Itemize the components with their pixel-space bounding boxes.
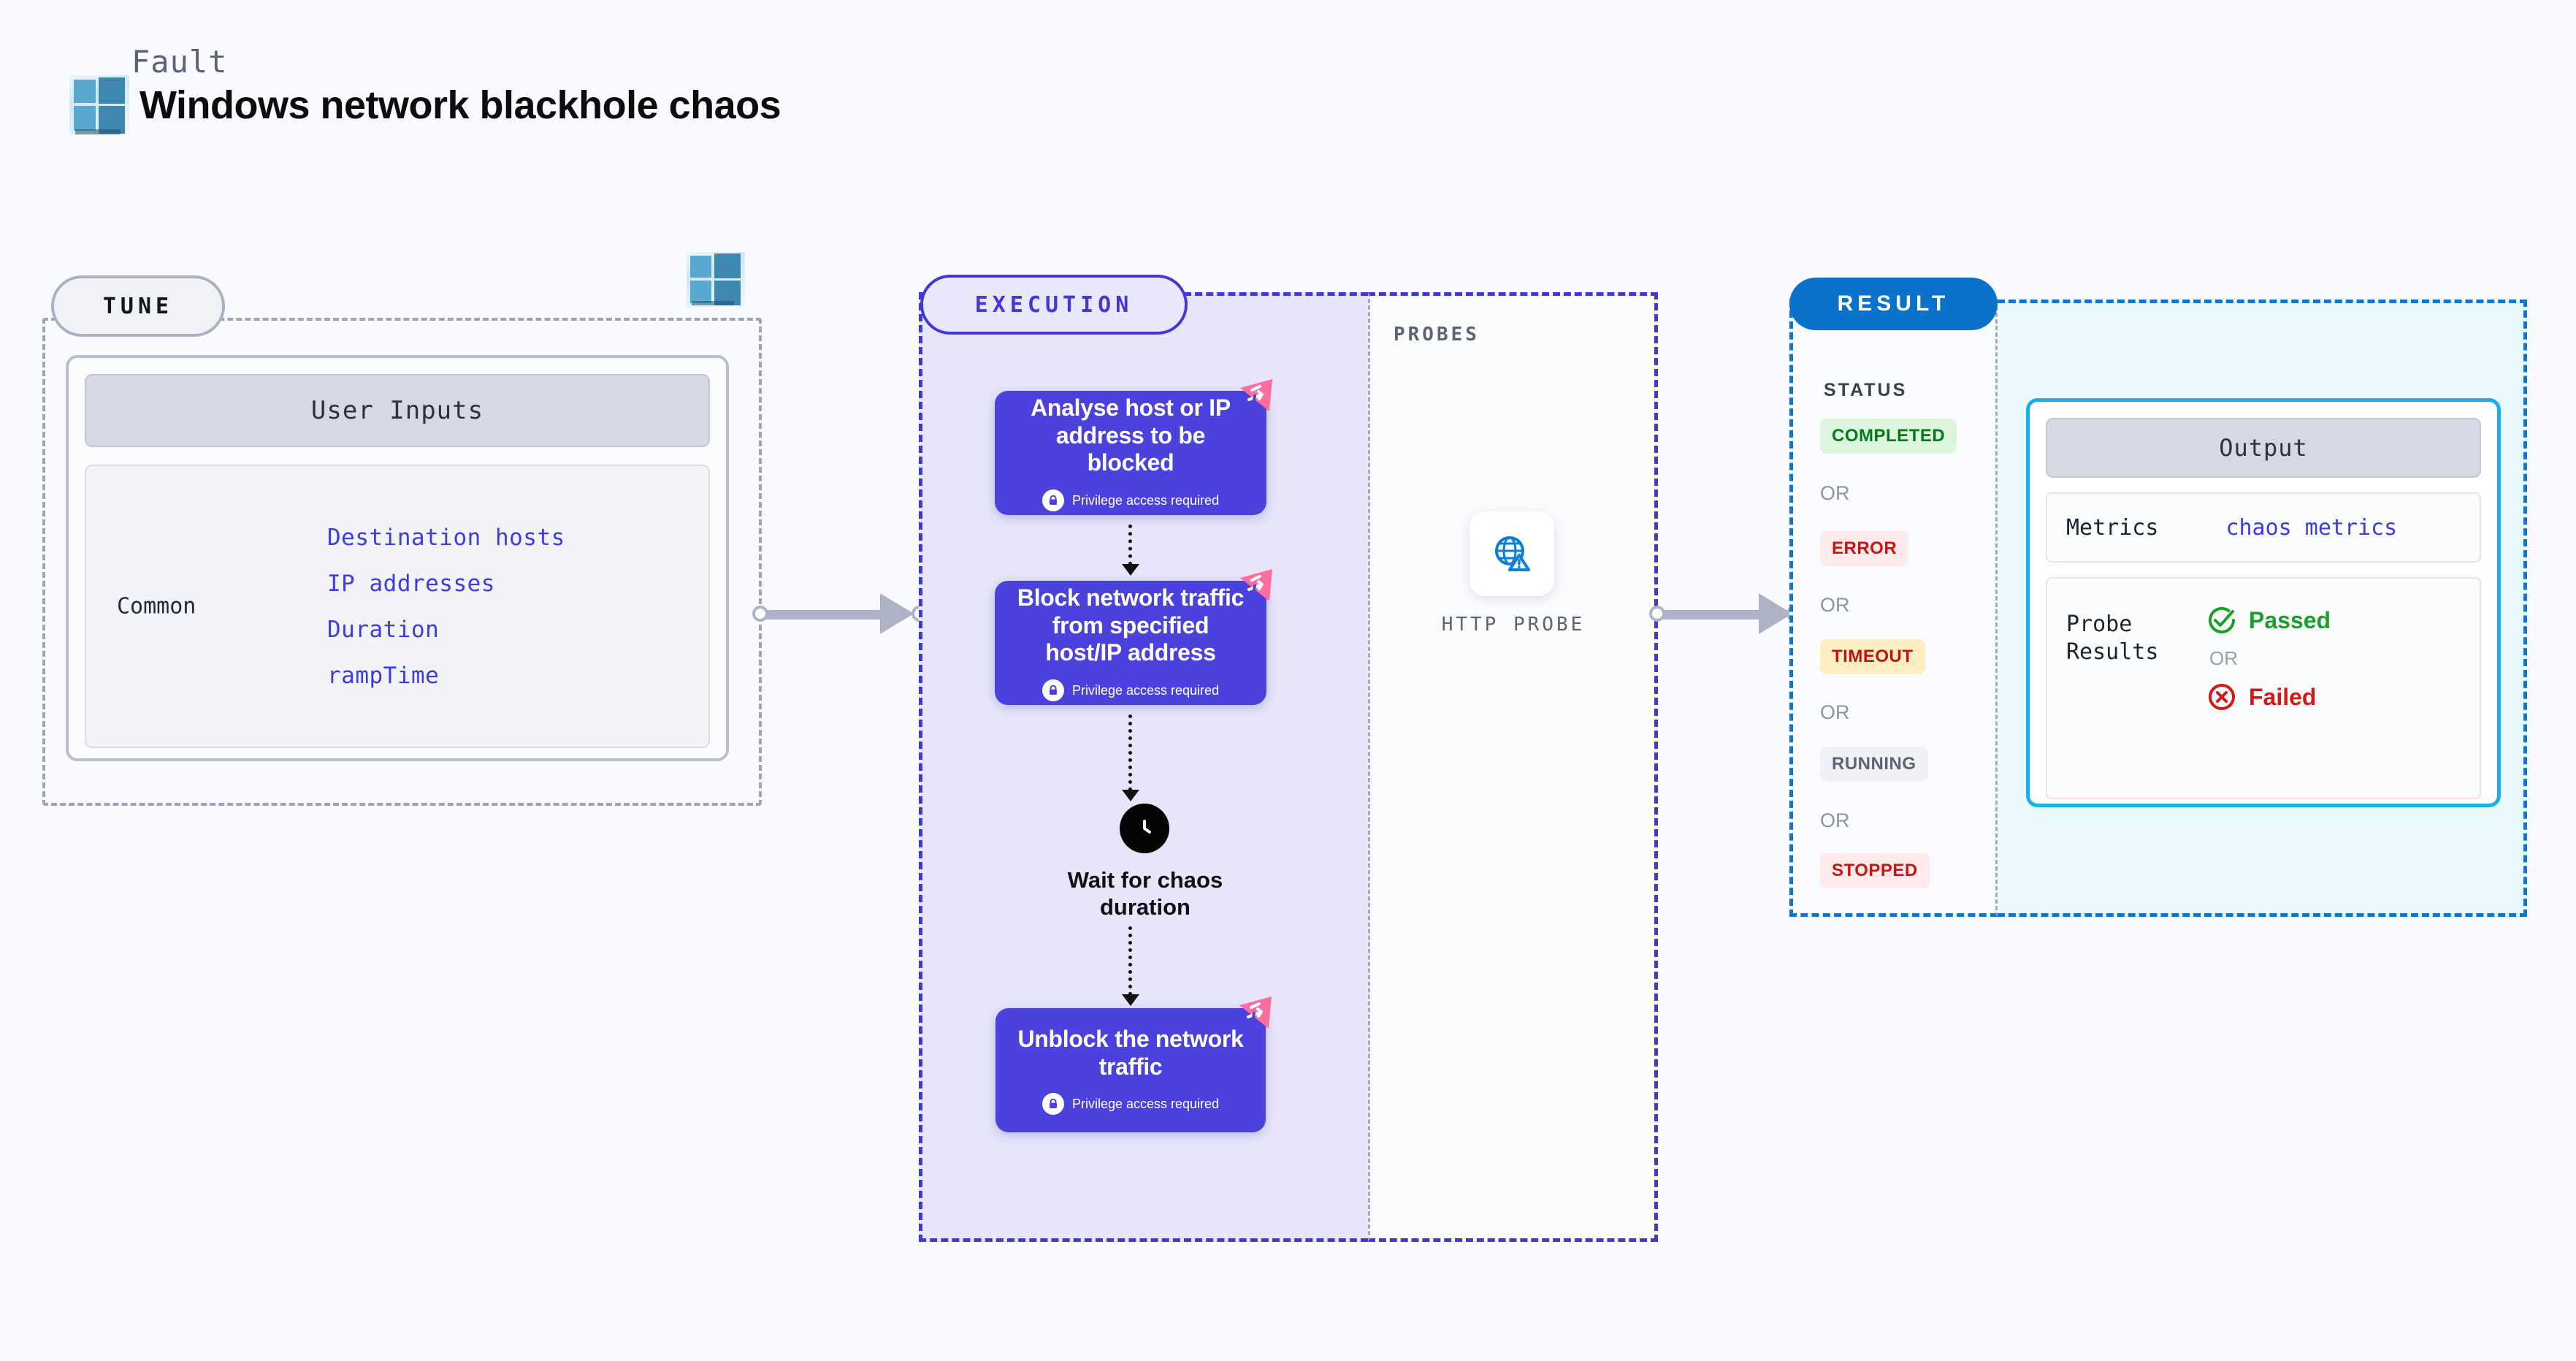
- flow-arrow: [1122, 926, 1139, 1006]
- param-item[interactable]: rampTime: [327, 662, 440, 689]
- execution-step-card[interactable]: Analyse host or IP address to be blocked…: [995, 379, 1272, 515]
- metrics-value[interactable]: chaos metrics: [2225, 514, 2398, 541]
- probe-item-label: HTTP PROBE: [1441, 614, 1586, 636]
- user-inputs-params: Common Destination hosts IP addresses Du…: [85, 465, 710, 748]
- privilege-text: Privilege access required: [1071, 492, 1220, 508]
- network-swap-icon: [1239, 996, 1272, 1029]
- probe-result-passed: Passed: [2206, 605, 2331, 636]
- params-group-label: Common: [117, 593, 196, 619]
- connector-tune-to-execution: [752, 593, 928, 634]
- status-badge: COMPLETED: [1820, 419, 1957, 454]
- flow-arrow: [1122, 714, 1139, 801]
- network-swap-icon: [1240, 569, 1272, 601]
- network-swap-icon: [1240, 379, 1272, 411]
- metrics-key: Metrics: [2066, 514, 2159, 541]
- passed-label: Passed: [2249, 606, 2331, 633]
- privilege-text: Privilege access required: [1071, 1096, 1220, 1111]
- status-badge: STOPPED: [1820, 853, 1930, 888]
- check-circle-icon: [2209, 606, 2235, 633]
- or-separator: OR: [1820, 701, 1850, 723]
- status-badge-label: COMPLETED: [1832, 426, 1946, 446]
- execution-pill[interactable]: EXECUTION: [920, 275, 1188, 335]
- tune-pill[interactable]: TUNE: [51, 275, 225, 337]
- probes-section-label: PROBES: [1394, 324, 1480, 346]
- or-separator: OR: [1820, 594, 1850, 616]
- metrics-row: Metrics chaos metrics: [2046, 492, 2481, 563]
- user-inputs-header: User Inputs: [85, 374, 710, 447]
- lock-icon: [1042, 1093, 1064, 1116]
- x-circle-icon: [2209, 684, 2235, 710]
- param-item[interactable]: IP addresses: [327, 570, 495, 597]
- probes-region: [1368, 292, 1658, 1242]
- probe-result-failed: Failed: [2206, 682, 2331, 712]
- status-badge-label: ERROR: [1832, 538, 1897, 558]
- flow-arrow: [1122, 525, 1139, 576]
- param-item[interactable]: Destination hosts: [327, 524, 565, 551]
- windows-logo-icon: [69, 75, 129, 135]
- fault-kicker: Fault: [131, 44, 228, 80]
- tune-region: [42, 318, 762, 806]
- step-title: Block network traffic from specified hos…: [1017, 584, 1245, 666]
- connector-execution-to-result: [1649, 593, 1803, 634]
- execution-step-card[interactable]: Block network traffic from specified hos…: [995, 569, 1272, 705]
- tune-card: User Inputs Common Destination hosts IP …: [66, 355, 729, 761]
- windows-logo-icon: [687, 252, 745, 307]
- lock-icon: [1042, 679, 1064, 702]
- privilege-text: Privilege access required: [1071, 682, 1220, 698]
- status-badge: ERROR: [1820, 531, 1909, 566]
- step-title: Unblock the network traffic: [1017, 1025, 1244, 1080]
- failed-label: Failed: [2249, 683, 2317, 710]
- output-header: Output: [2046, 418, 2481, 478]
- status-badge-label: TIMEOUT: [1832, 647, 1914, 666]
- lock-icon: [1042, 489, 1064, 512]
- status-badge-label: STOPPED: [1832, 861, 1918, 880]
- status-badge: TIMEOUT: [1820, 639, 1925, 674]
- status-section-title: STATUS: [1824, 380, 1908, 400]
- privilege-row: Privilege access required: [1042, 489, 1220, 512]
- clock-icon: [1120, 804, 1169, 853]
- globe-warning-icon[interactable]: [1469, 511, 1554, 596]
- execution-step-card[interactable]: Unblock the network traffic Privilege ac…: [995, 996, 1272, 1132]
- page-title: Windows network blackhole chaos: [139, 83, 781, 127]
- privilege-row: Privilege access required: [1042, 679, 1220, 702]
- status-badge: RUNNING: [1820, 747, 1928, 782]
- wait-node-label: Wait for chaos duration: [1067, 867, 1223, 920]
- param-item[interactable]: Duration: [327, 616, 440, 643]
- or-separator: OR: [2209, 647, 2238, 669]
- page-header: Fault Windows network blackhole chaos: [69, 44, 781, 135]
- step-title: Analyse host or IP address to be blocked: [1031, 394, 1231, 476]
- or-separator: OR: [1820, 482, 1850, 504]
- result-status-region: [1789, 300, 1998, 917]
- result-pill[interactable]: RESULT: [1789, 278, 1998, 330]
- status-badge-label: RUNNING: [1832, 754, 1916, 774]
- or-separator: OR: [1820, 809, 1850, 831]
- privilege-row: Privilege access required: [1042, 1093, 1220, 1116]
